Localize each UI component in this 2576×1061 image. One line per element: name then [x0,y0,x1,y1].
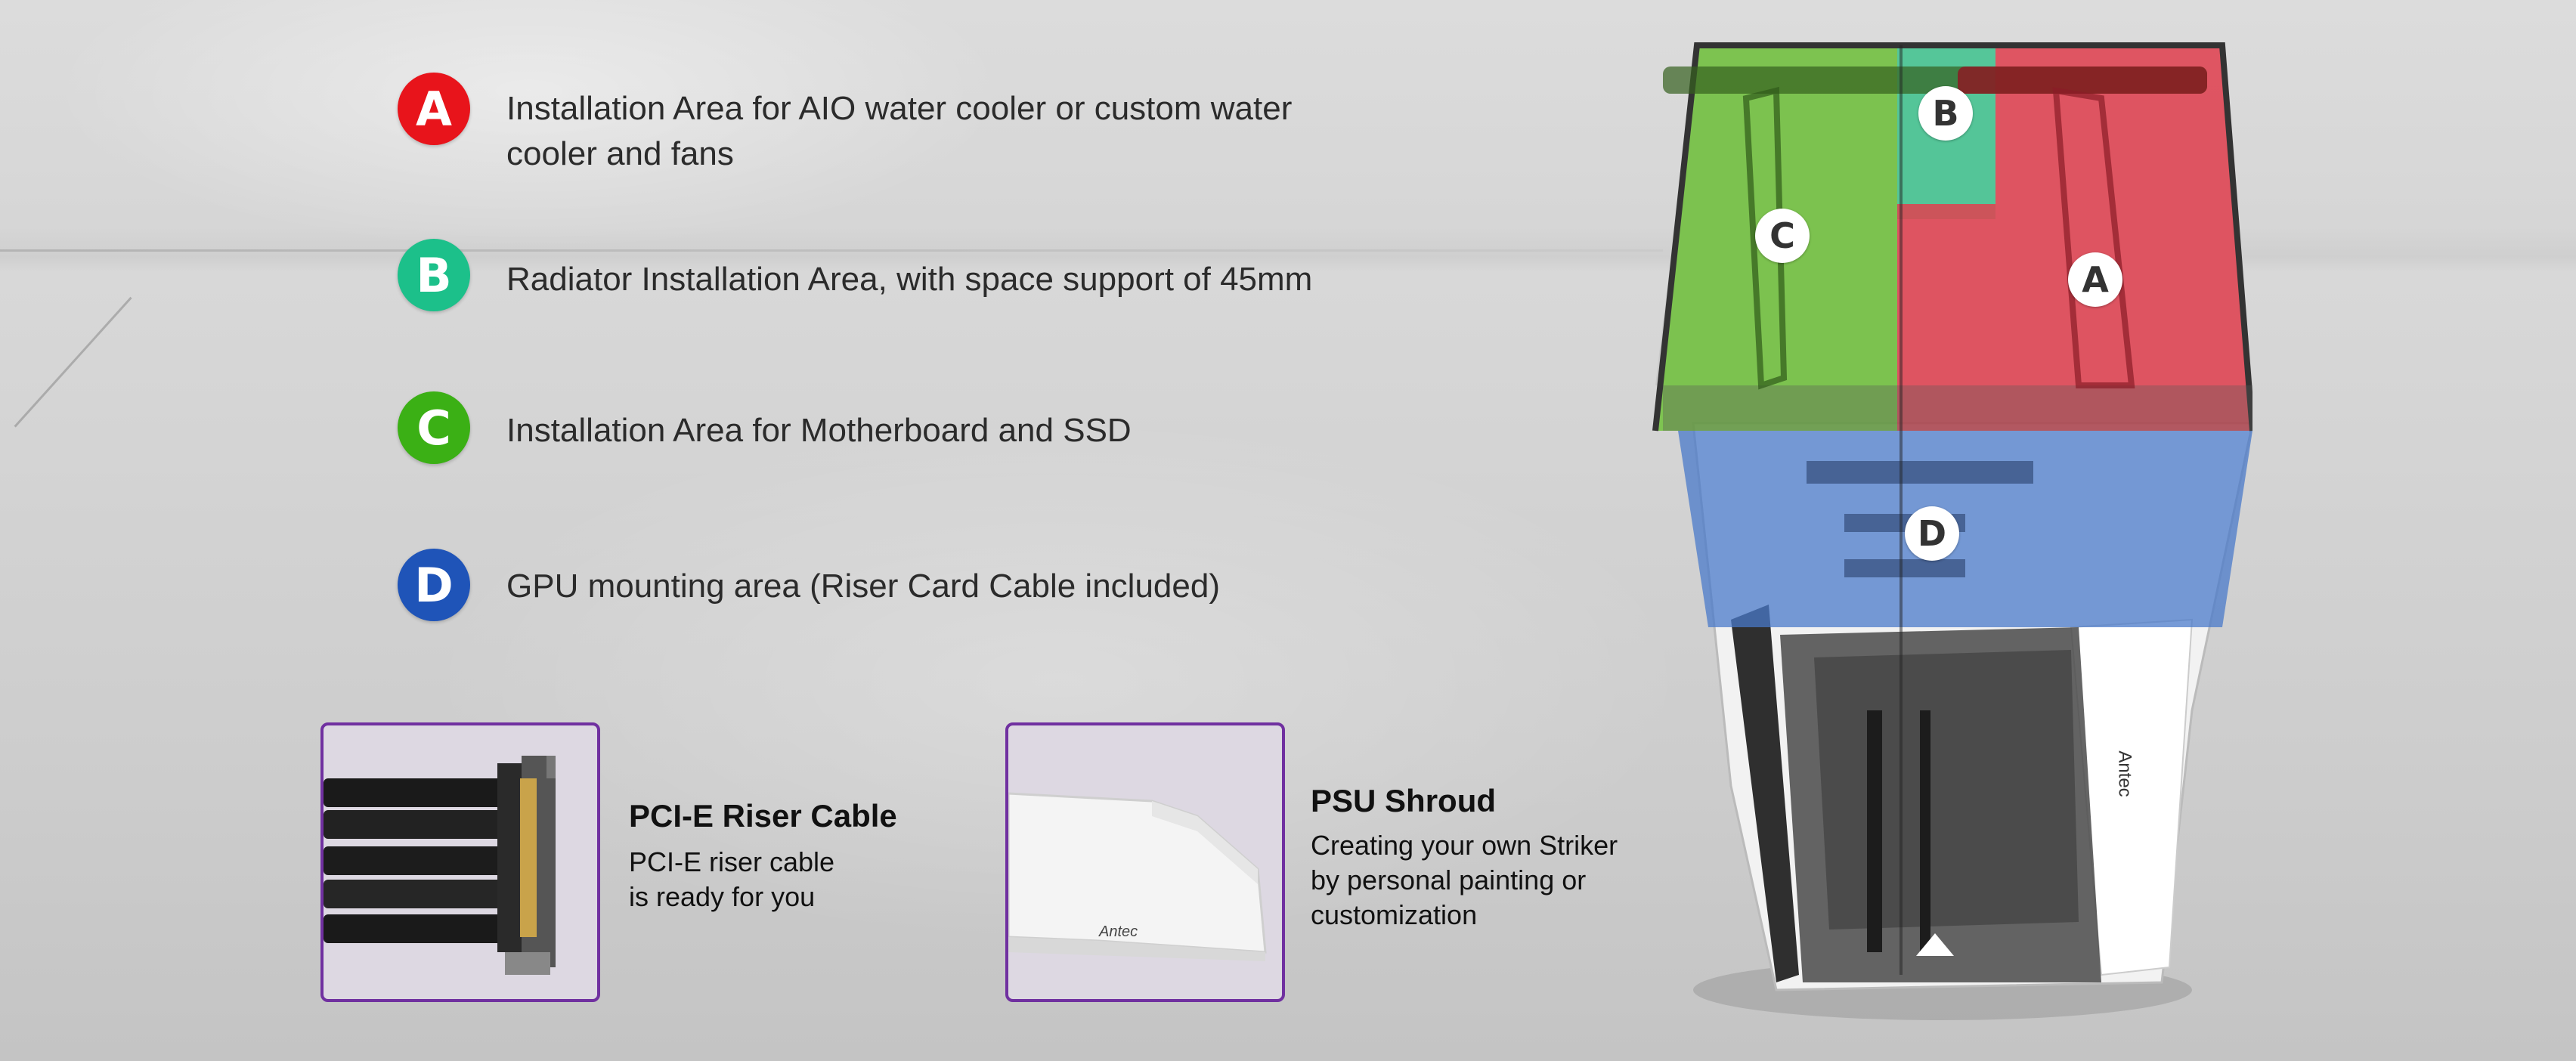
floor-line [0,249,1663,252]
psu-shroud-card: Antec [1005,722,1285,1002]
zone-label-a: A [2068,252,2122,307]
badge-c-icon: C [398,391,470,464]
case-logo: Antec [2114,750,2135,797]
riser-cable-image [324,756,556,975]
feature-d-text: GPU mounting area (Riser Card Cable incl… [506,568,1220,605]
badge-d-icon: D [398,549,470,621]
feature-a: A Installation Area for AIO water cooler… [398,73,1308,177]
zone-label-b: B [1918,86,1973,141]
feature-d: D GPU mounting area (Riser Card Cable in… [398,549,1451,621]
feature-b-text: Radiator Installation Area, with space s… [506,261,1313,298]
feature-c: C Installation Area for Motherboard and … [398,391,1451,464]
riser-cable-desc-line1: PCI-E riser cable [629,846,835,877]
case-body [1652,42,2256,1020]
riser-cable-card [320,722,600,1002]
psu-shroud-title: PSU Shroud [1311,783,1497,818]
feature-b: B Radiator Installation Area, with space… [398,239,1451,311]
badge-a-icon: A [398,73,470,145]
riser-cable-desc-line2: is ready for you [629,881,816,912]
riser-cable-title: PCI-E Riser Cable [629,798,897,834]
psu-shroud-desc-line2: by personal painting or [1311,865,1587,896]
psu-shroud-image [1008,792,1267,961]
wall-corner-line [14,296,132,428]
feature-c-text: Installation Area for Motherboard and SS… [506,412,1132,449]
feature-a-text: Installation Area for AIO water cooler o… [506,90,1293,172]
psu-shroud-desc-line3: customization [1311,899,1478,930]
badge-b-icon: B [398,239,470,311]
shroud-logo: Antec [1099,923,1138,940]
zone-label-c: C [1755,209,1810,263]
psu-shroud-desc-line1: Creating your own Striker [1311,830,1618,861]
case-illustration: B C A D Antec [1618,30,2256,1028]
zone-label-d: D [1905,506,1959,561]
